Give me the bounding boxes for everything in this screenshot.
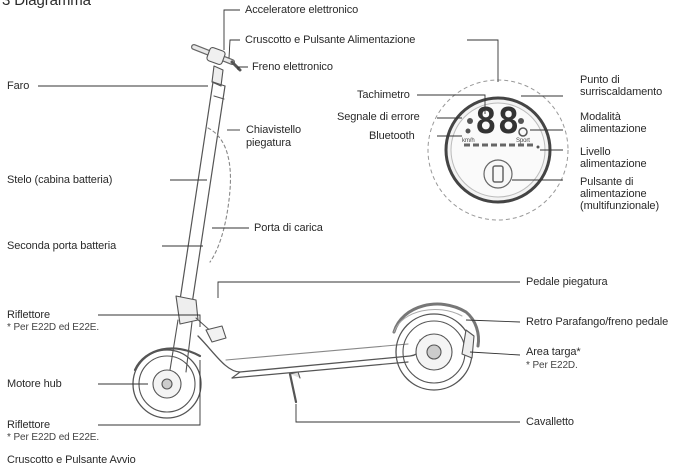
- mode-text: Sport: [516, 138, 530, 144]
- kickstand-shape: [288, 371, 301, 404]
- label-charging-port: Porta di carica: [254, 222, 323, 234]
- label-reflector-bottom: Riflettore: [7, 419, 51, 431]
- stem: [179, 81, 231, 305]
- label-power-button-1: Pulsante di: [580, 176, 634, 188]
- label-power-level-2: alimentazione: [580, 158, 647, 170]
- label-second-battery-port: Seconda porta batteria: [7, 240, 117, 252]
- speed-unit: km/h: [462, 138, 475, 144]
- label-electronic-brake: Freno elettronico: [252, 61, 333, 73]
- label-dashboard-start: Cruscotto e Pulsante Avvio: [7, 454, 136, 466]
- label-power-level-1: Livello: [580, 146, 611, 158]
- label-headlight: Faro: [7, 80, 30, 92]
- front-wheel: [132, 347, 202, 419]
- label-power-mode-1: Modalità: [580, 111, 621, 123]
- label-stem-battery: Stelo (cabina batteria): [7, 174, 113, 186]
- label-hub-motor: Motore hub: [7, 378, 62, 390]
- label-power-button-3: (multifunzionale): [580, 200, 660, 212]
- label-overheat-1: Punto di: [580, 74, 620, 86]
- diagram-title: 3 Diagramma: [2, 0, 91, 9]
- label-power-button-2: alimentazione: [580, 188, 647, 200]
- label-dashboard-power: Cruscotto e Pulsante Alimentazione: [245, 34, 416, 46]
- label-reflector-bottom-note: * Per E22D ed E22E.: [7, 432, 100, 443]
- label-bluetooth: Bluetooth: [369, 130, 415, 142]
- rear-wheel: [392, 302, 480, 391]
- label-error-signal: Segnale di errore: [337, 111, 420, 123]
- label-power-mode-2: alimentazione: [580, 123, 647, 135]
- label-folding-latch-1: Chiavistello: [246, 124, 302, 136]
- label-folding-latch-2: piegatura: [246, 137, 291, 149]
- deck: [197, 335, 423, 379]
- label-plate-area-note: * Per E22D.: [526, 360, 578, 371]
- label-accelerator: Acceleratore elettronico: [245, 4, 359, 16]
- label-plate-area: Area targa*: [526, 346, 581, 358]
- label-overheat-2: surriscaldamento: [580, 86, 663, 98]
- label-reflector-front-note: * Per E22D ed E22E.: [7, 322, 100, 333]
- speed-digits: 88: [475, 101, 521, 142]
- label-kickstand: Cavalletto: [526, 416, 574, 428]
- label-reflector-front: Riflettore: [7, 309, 51, 321]
- label-folding-pedal: Pedale piegatura: [526, 276, 608, 288]
- label-speedometer: Tachimetro: [357, 89, 410, 101]
- fork: [169, 295, 227, 373]
- dashboard-detail: [427, 79, 569, 221]
- label-rear-fender-brake: Retro Parafango/freno pedale: [526, 316, 669, 328]
- handlebar: [191, 44, 242, 87]
